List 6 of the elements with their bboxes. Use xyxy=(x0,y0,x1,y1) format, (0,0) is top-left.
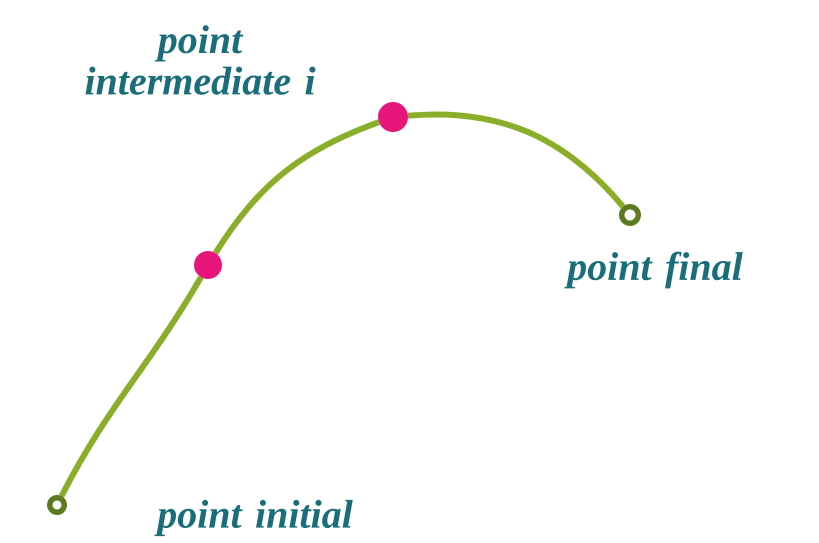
curve-segment xyxy=(212,119,380,255)
point-label: point final xyxy=(564,252,743,288)
curve-segment xyxy=(58,276,204,498)
point-label: point intermediate i xyxy=(86,25,316,95)
curve-segment xyxy=(408,112,626,209)
point-label: point initial xyxy=(154,500,353,536)
